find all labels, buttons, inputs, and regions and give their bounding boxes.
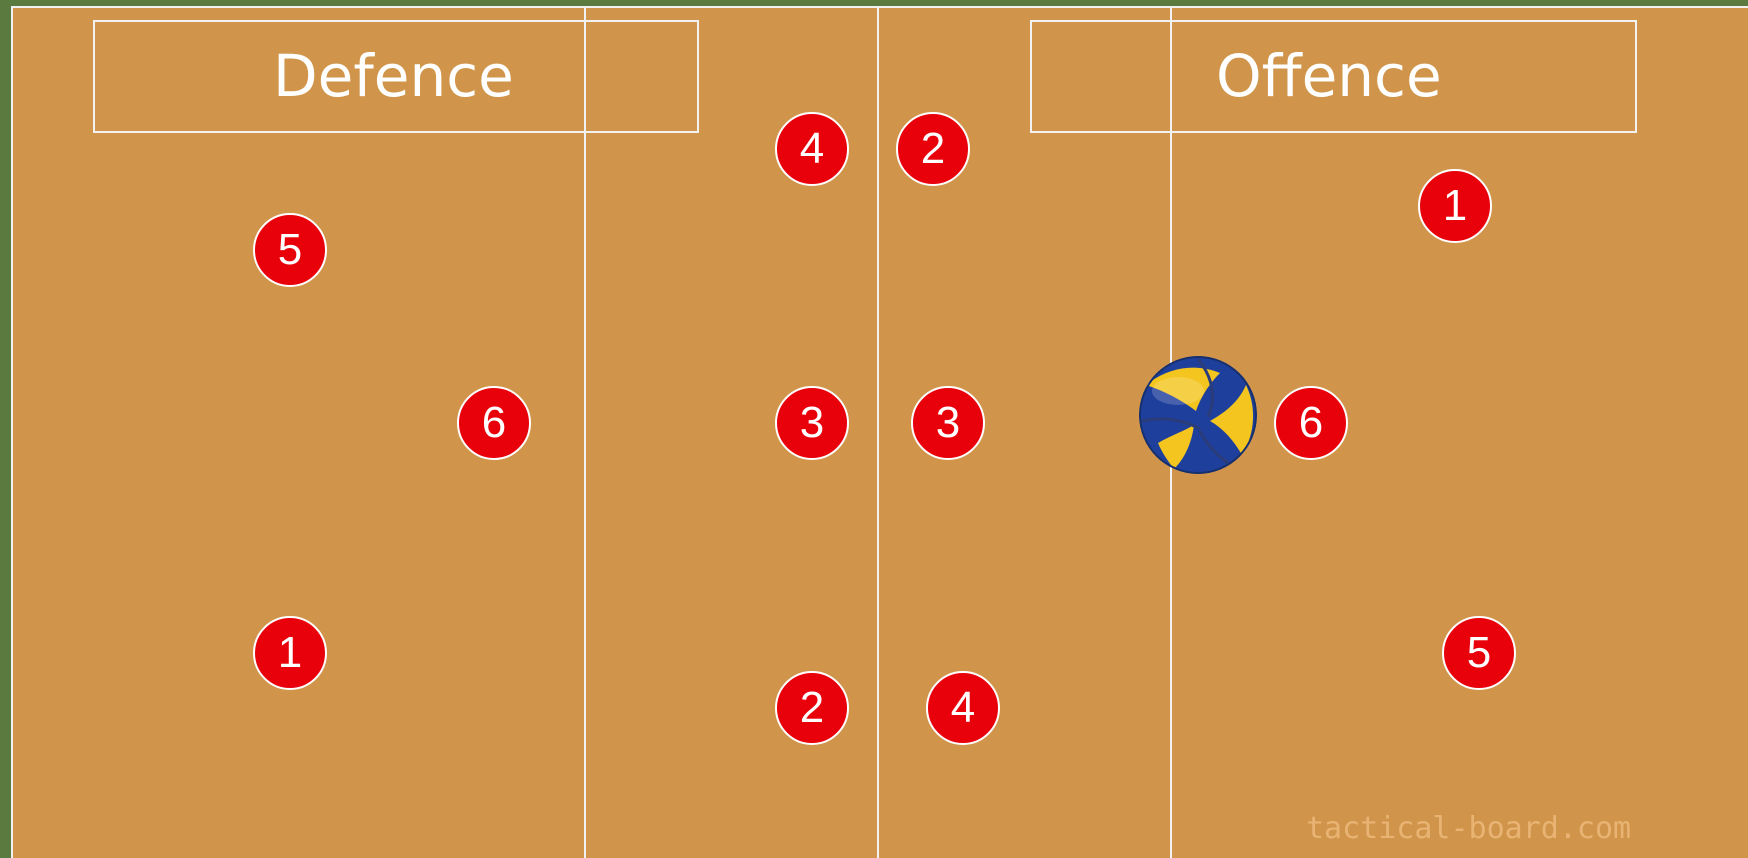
offence-label-box: Offence	[1030, 20, 1637, 133]
offence-player-5[interactable]: 5	[1442, 616, 1516, 690]
volleyball-icon[interactable]	[1138, 355, 1258, 475]
defence-player-6[interactable]: 6	[457, 386, 531, 460]
offence-player-3[interactable]: 3	[911, 386, 985, 460]
center-line	[877, 6, 879, 858]
volleyball-court	[11, 6, 1748, 858]
attack-line-left	[584, 6, 586, 858]
defence-player-2[interactable]: 2	[775, 671, 849, 745]
offence-player-4[interactable]: 4	[926, 671, 1000, 745]
defence-player-4[interactable]: 4	[775, 112, 849, 186]
defence-player-3[interactable]: 3	[775, 386, 849, 460]
offence-player-2[interactable]: 2	[896, 112, 970, 186]
offence-label: Offence	[1216, 22, 1442, 131]
defence-label-box: Defence	[93, 20, 699, 133]
watermark: tactical-board.com	[1306, 811, 1631, 846]
offence-player-6[interactable]: 6	[1274, 386, 1348, 460]
defence-label: Defence	[273, 22, 514, 131]
defence-player-5[interactable]: 5	[253, 213, 327, 287]
offence-player-1[interactable]: 1	[1418, 169, 1492, 243]
defence-player-1[interactable]: 1	[253, 616, 327, 690]
